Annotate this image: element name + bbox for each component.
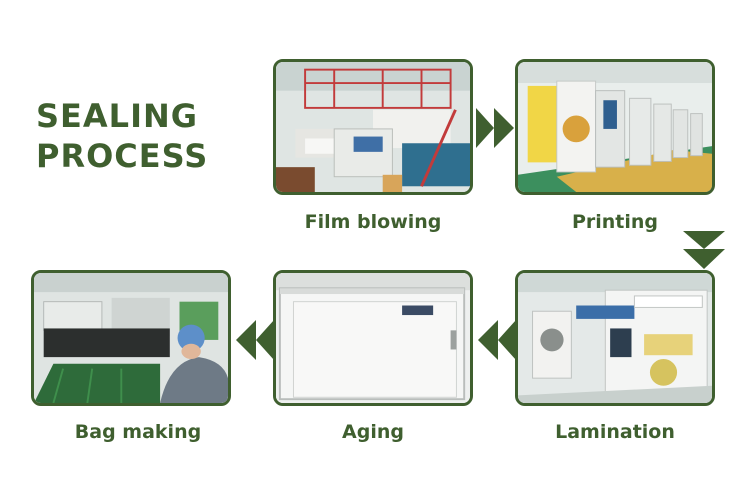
step-card-aging [273, 270, 473, 406]
step-label-aging: Aging [342, 421, 404, 443]
step-label-film-blowing: Film blowing [304, 211, 442, 233]
title-line-2: PROCESS [36, 137, 209, 175]
aging-chamber-photo [276, 273, 470, 403]
step-card-film-blowing [273, 59, 473, 195]
film-blowing-machine-photo [276, 62, 470, 192]
step-label-lamination: Lamination [555, 421, 675, 443]
step-card-lamination [515, 270, 715, 406]
page-title: SEALING PROCESS [36, 96, 208, 176]
step-card-bag-making [31, 270, 231, 406]
step-label-printing: Printing [571, 211, 659, 233]
double-chevron-left-icon [476, 320, 516, 360]
printing-press-photo [518, 62, 712, 192]
lamination-machine-photo [518, 273, 712, 403]
title-line-1: SEALING [36, 97, 199, 135]
double-chevron-right-icon [476, 108, 516, 148]
step-label-bag-making: Bag making [74, 421, 202, 443]
double-chevron-down-icon [683, 231, 725, 271]
step-card-printing [515, 59, 715, 195]
bag-making-worker-photo [34, 273, 228, 403]
double-chevron-left-icon [234, 320, 274, 360]
